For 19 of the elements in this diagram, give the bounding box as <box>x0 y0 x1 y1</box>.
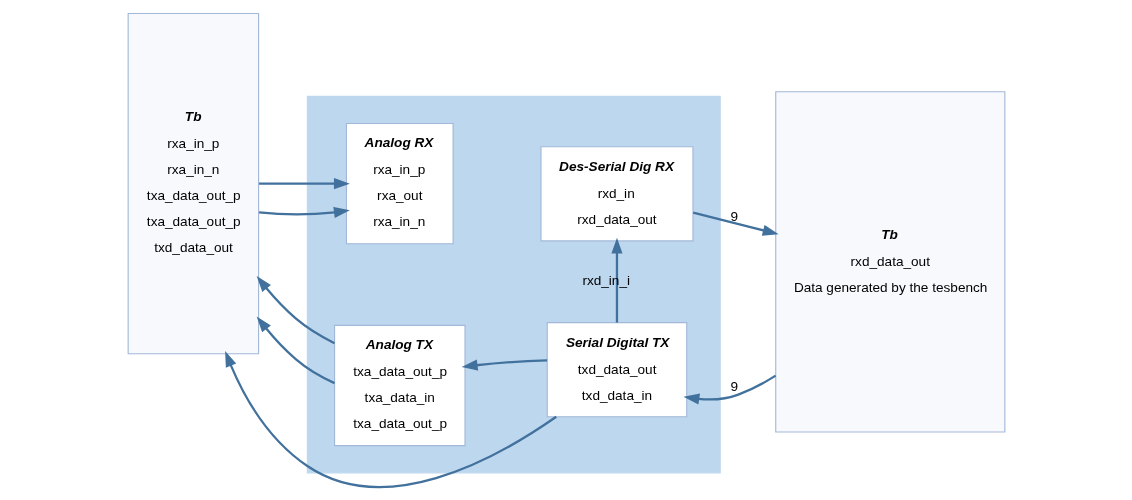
node-box: Tb rxd_data_out Data generated by the tesbench <box>774 90 1005 433</box>
arrow <box>258 177 350 189</box>
node-box: Des-Serial Dig RX rxd_in rxd_data_out <box>539 145 693 241</box>
node-box: Analog RX rxa_in_p rxa_out rxa_in_n <box>345 122 454 244</box>
node-box: Analog TX txa_data_out_p txa_data_in txa_data_out_p <box>333 324 466 446</box>
edge-label: 9 <box>730 378 738 394</box>
arrow <box>461 358 547 371</box>
arrow <box>256 315 335 384</box>
arrow <box>256 275 335 344</box>
arrow <box>258 206 350 218</box>
arrow <box>682 374 776 404</box>
arrow <box>692 211 779 236</box>
node-box: Serial Digital TX txd_data_out txd_data_in <box>546 321 687 417</box>
arrow <box>610 237 623 323</box>
cluster <box>306 95 721 473</box>
edge-label: 9 <box>730 208 738 224</box>
arrow <box>224 350 557 488</box>
node-box: Tb rxa_in_p rxa_in_n txa_data_out_p txa_data_out_p txd_data_out <box>127 12 259 354</box>
edge-label: rxd_in_i <box>581 272 630 288</box>
